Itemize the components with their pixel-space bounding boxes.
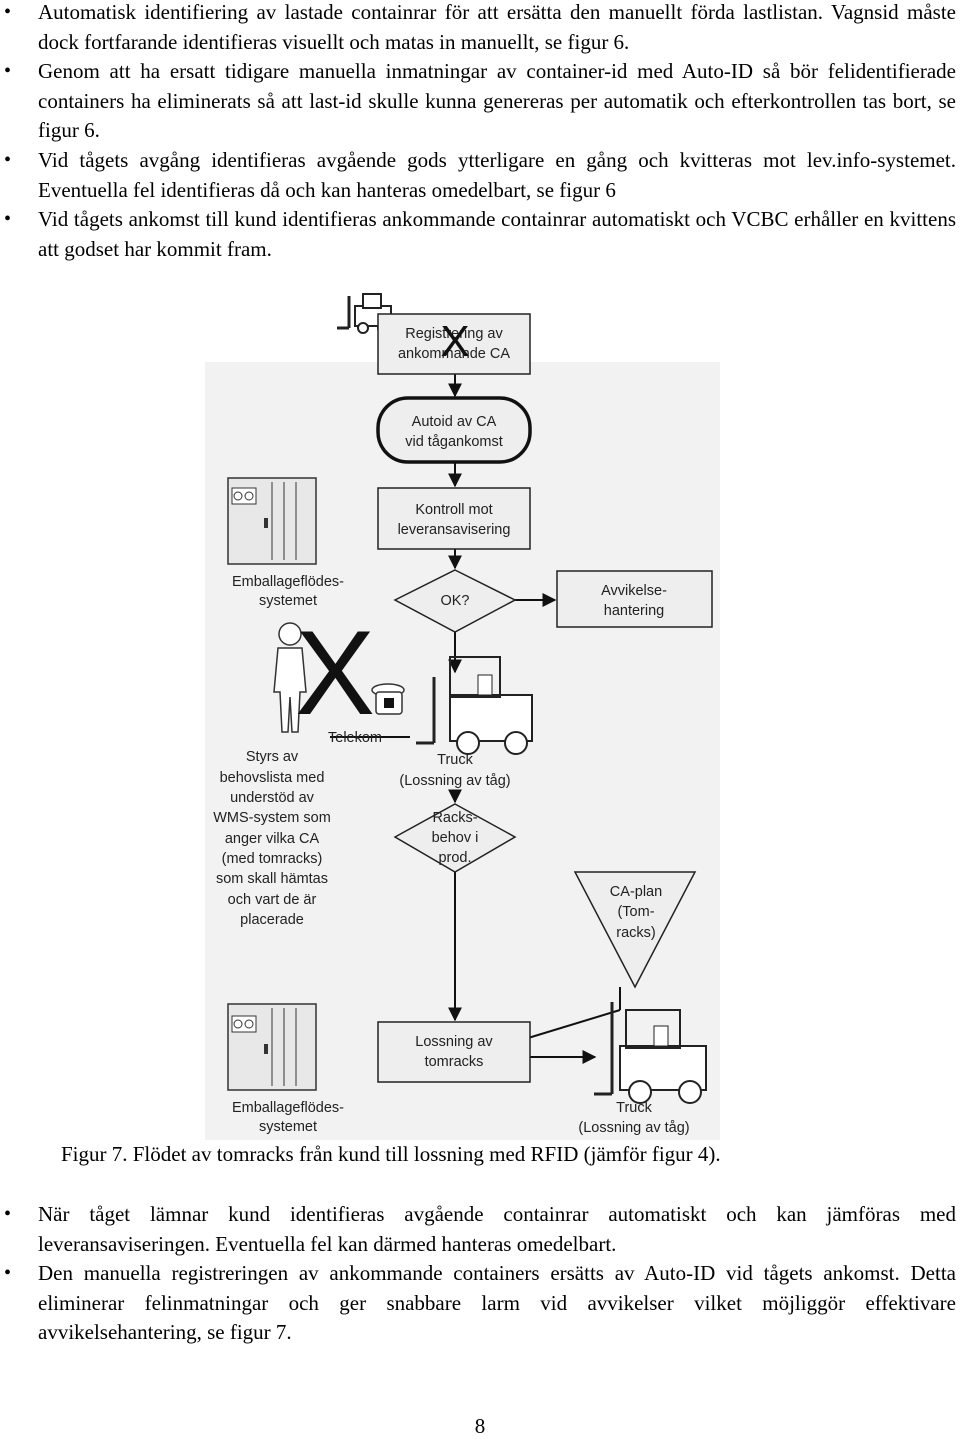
control-description: Styrs av behovslista med understöd av WM… <box>213 749 331 928</box>
unloading-label-1: Lossning av <box>415 1034 493 1050</box>
description-line: placerade <box>240 912 304 928</box>
bullet-list-top: Automatisk identifiering av lastade cont… <box>0 0 960 264</box>
server-icon <box>227 477 317 565</box>
autoid-box <box>376 396 532 464</box>
truck-top-label-2: (Lossning av tåg) <box>399 773 510 789</box>
truck-top-label-1: Truck <box>437 752 473 768</box>
registration-label-2: ankommande CA <box>398 346 510 362</box>
racks-label-2: behov i <box>432 830 479 846</box>
control-label-1: Kontroll mot <box>415 502 492 518</box>
description-line: som skall hämtas <box>216 871 328 887</box>
description-line: understöd av <box>230 790 315 806</box>
bullet-item: Vid tågets avgång identifieras avgående … <box>0 146 960 205</box>
racks-label-3: prod. <box>438 850 471 866</box>
description-line: behovslista med <box>220 770 325 786</box>
cross-mark-large: X <box>295 606 375 740</box>
server-icon <box>227 1003 317 1091</box>
emballage-bottom-label-1: Emballageflödes- <box>232 1100 344 1116</box>
description-line: anger vilka CA <box>225 831 320 847</box>
description-line: (med tomracks) <box>222 851 323 867</box>
autoid-label-1: Autoid av CA <box>412 414 497 430</box>
person-icon <box>273 622 307 733</box>
caplan-triangle <box>573 871 697 989</box>
control-box <box>377 487 531 550</box>
telekom-label: Telekom <box>328 730 382 746</box>
registration-box <box>377 313 531 375</box>
flow-diagram: Registrering av ankommande CA X Autoid a… <box>200 282 720 1140</box>
description-line: och vart de är <box>228 892 317 908</box>
ok-decision <box>393 569 517 633</box>
truck-bottom-label-1: Truck <box>616 1100 652 1116</box>
figure-caption: Figur 7. Flödet av tomracks från kund ti… <box>61 1142 721 1166</box>
forklift-icon <box>416 656 533 755</box>
racks-label-1: Racks- <box>432 810 477 826</box>
bullet-item: Automatisk identifiering av lastade cont… <box>0 0 960 57</box>
bullet-item: Den manuella registreringen av ankommand… <box>0 1259 960 1348</box>
description-line: Styrs av <box>246 749 299 765</box>
registration-label-1: Registrering av <box>405 326 503 342</box>
caplan-label-1: CA-plan <box>610 884 662 900</box>
emballage-top-label-2: systemet <box>259 593 317 609</box>
bullet-list-bottom: När tåget lämnar kund identifieras avgåe… <box>0 1200 960 1348</box>
deviation-label-2: hantering <box>604 603 664 619</box>
ok-label: OK? <box>440 593 469 609</box>
caplan-label-2: (Tom- <box>617 904 654 920</box>
deviation-label-1: Avvikelse- <box>601 583 667 599</box>
bullet-item: Genom att ha ersatt tidigare manuella in… <box>0 57 960 146</box>
telephone-icon <box>371 683 405 715</box>
description-line: WMS-system som <box>213 810 331 826</box>
bullet-item: När tåget lämnar kund identifieras avgåe… <box>0 1200 960 1259</box>
bullet-item: Vid tågets ankomst till kund identifiera… <box>0 205 960 264</box>
racks-decision <box>393 803 517 873</box>
cross-mark: X <box>440 317 469 366</box>
emballage-top-label-1: Emballageflödes- <box>232 574 344 590</box>
caplan-label-3: racks) <box>616 925 655 941</box>
forklift-icon <box>594 1002 707 1104</box>
emballage-bottom-label-2: systemet <box>259 1119 317 1135</box>
autoid-label-2: vid tågankomst <box>405 434 503 450</box>
truck-bottom-label-2: (Lossning av tåg) <box>578 1120 689 1136</box>
deviation-box <box>556 570 713 628</box>
page-number: 8 <box>474 1414 486 1438</box>
control-label-2: leveransavisering <box>398 522 511 538</box>
unloading-box <box>377 1021 531 1083</box>
unloading-label-2: tomracks <box>425 1054 484 1070</box>
